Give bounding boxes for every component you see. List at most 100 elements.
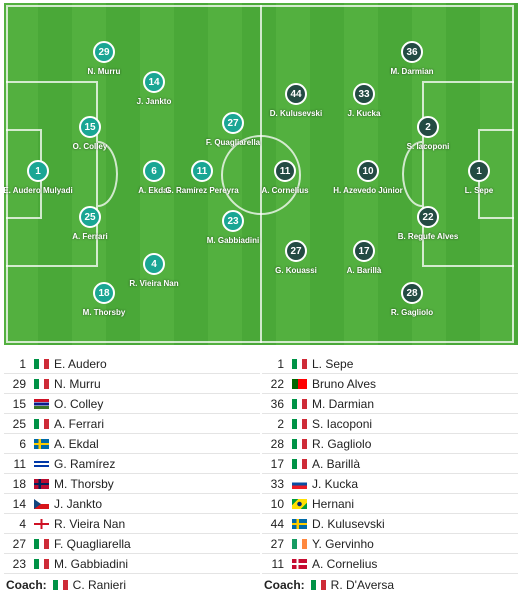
roster-number: 17 bbox=[270, 456, 284, 471]
center-circle bbox=[221, 135, 301, 215]
roster-number: 10 bbox=[270, 496, 284, 511]
italy-flag bbox=[34, 378, 49, 389]
roster-player-name: M. Gabbiadini bbox=[54, 556, 129, 571]
roster-number: 25 bbox=[12, 416, 26, 431]
italy-flag bbox=[310, 580, 326, 590]
player-number: 11 bbox=[274, 160, 296, 182]
coach-name: R. D'Aversa bbox=[330, 578, 395, 592]
coach-label: Coach: bbox=[264, 578, 305, 592]
roster-number: 33 bbox=[270, 476, 284, 491]
roster-row[interactable]: 2 S. Iacoponi bbox=[262, 414, 518, 434]
player-name: R. Vieira Nan bbox=[129, 279, 179, 288]
roster-row[interactable]: 11 G. Ramírez bbox=[4, 454, 260, 474]
roster-player-name: R. Vieira Nan bbox=[54, 516, 126, 531]
right-penalty-area bbox=[422, 81, 514, 267]
sweden-flag bbox=[34, 438, 49, 449]
player-number: 17 bbox=[353, 240, 375, 262]
player-name: D. Kulusevski bbox=[269, 109, 323, 118]
roster-number: 1 bbox=[277, 356, 284, 371]
roster-row[interactable]: 28 R. Gagliolo bbox=[262, 434, 518, 454]
player-name: A. Ekdal bbox=[138, 186, 170, 195]
roster-number: 44 bbox=[270, 516, 284, 531]
player-name: L. Sepe bbox=[464, 186, 494, 195]
italy-flag bbox=[292, 418, 307, 429]
player-name: J. Jankto bbox=[136, 97, 172, 106]
player-name: R. Gagliolo bbox=[390, 308, 434, 317]
player-name: H. Azevedo Júnior bbox=[333, 186, 403, 195]
home-coach: Coach:C. Ranieri bbox=[4, 574, 260, 596]
roster-number: 23 bbox=[12, 556, 26, 571]
roster-number: 6 bbox=[19, 436, 26, 451]
away-coach: Coach: R. D'Aversa bbox=[262, 574, 518, 596]
player-number: 14 bbox=[143, 71, 165, 93]
player-name: S. Iacoponi bbox=[406, 142, 450, 151]
italy-flag bbox=[34, 418, 49, 429]
player-number: 33 bbox=[353, 83, 375, 105]
roster-player-name: S. Iacoponi bbox=[312, 416, 373, 431]
italy-flag bbox=[292, 458, 307, 469]
roster-player-name: E. Audero bbox=[54, 356, 107, 371]
roster-number: 28 bbox=[270, 436, 284, 451]
roster-row[interactable]: 14 J. Jankto bbox=[4, 494, 260, 514]
player-number: 29 bbox=[93, 41, 115, 63]
roster-player-name: G. Ramírez bbox=[54, 456, 116, 471]
player-number: 36 bbox=[401, 41, 423, 63]
norway-flag bbox=[34, 478, 49, 489]
czech-flag bbox=[34, 498, 49, 509]
roster-number: 2 bbox=[277, 416, 284, 431]
italy-flag bbox=[292, 398, 307, 409]
roster-number: 18 bbox=[12, 476, 26, 491]
roster-player-name: M. Darmian bbox=[312, 396, 375, 411]
player-name: E. Audero Mulyadi bbox=[4, 186, 73, 195]
portugal-flag bbox=[292, 378, 307, 389]
roster-player-name: A. Cornelius bbox=[312, 556, 378, 571]
roster-player-name: R. Gagliolo bbox=[312, 436, 372, 451]
player-number: 15 bbox=[79, 116, 101, 138]
roster-player-name: F. Quagliarella bbox=[54, 536, 131, 551]
player-number: 25 bbox=[79, 206, 101, 228]
player-number: 11 bbox=[191, 160, 213, 182]
gambia-flag bbox=[34, 398, 49, 409]
player-number: 1 bbox=[468, 160, 490, 182]
player-number: 44 bbox=[285, 83, 307, 105]
italy-flag bbox=[292, 358, 307, 369]
roster-player-name: J. Jankto bbox=[54, 496, 103, 511]
ireland-flag bbox=[292, 538, 307, 549]
player-number: 6 bbox=[143, 160, 165, 182]
roster-row[interactable]: 11 A. Cornelius bbox=[262, 554, 518, 574]
player-number: 27 bbox=[222, 112, 244, 134]
player-name: A. Ferrari bbox=[72, 232, 108, 241]
player-number: 27 bbox=[285, 240, 307, 262]
roster-player-name: A. Barillà bbox=[312, 456, 361, 471]
sweden-flag bbox=[292, 518, 307, 529]
roster-row[interactable]: 4 R. Vieira Nan bbox=[4, 514, 260, 534]
roster-row[interactable]: 23 M. Gabbiadini bbox=[4, 554, 260, 574]
roster-row[interactable]: 17 A. Barillà bbox=[262, 454, 518, 474]
uruguay-flag bbox=[34, 458, 49, 469]
roster-number: 11 bbox=[13, 456, 26, 471]
player-number: 4 bbox=[143, 253, 165, 275]
player-number: 1 bbox=[27, 160, 49, 182]
player-name: M. Gabbiadini bbox=[206, 236, 260, 245]
roster-number: 14 bbox=[12, 496, 26, 511]
england-flag bbox=[34, 518, 49, 529]
roster-number: 4 bbox=[19, 516, 26, 531]
player-name: F. Quagliarella bbox=[205, 138, 261, 147]
roster-number: 11 bbox=[271, 556, 284, 571]
